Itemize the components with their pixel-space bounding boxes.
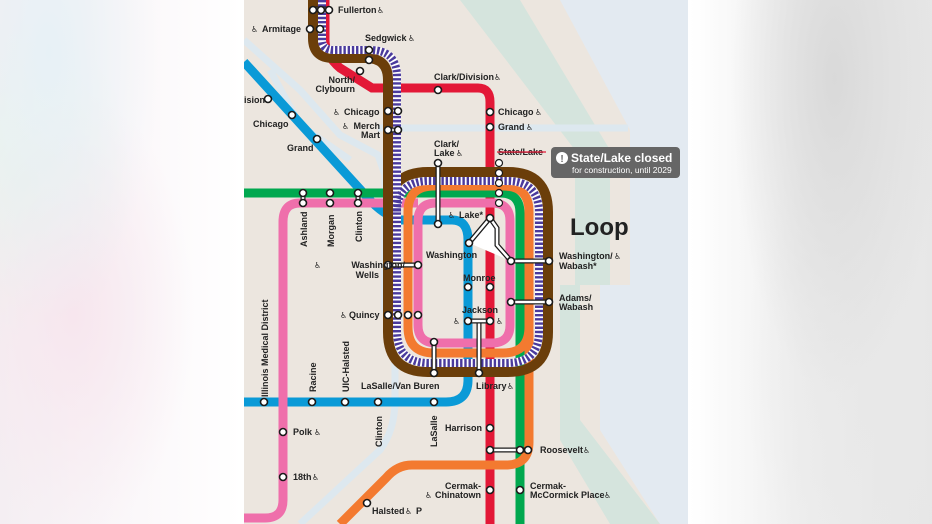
label-lake: Lake* [459,210,484,220]
callout-title: State/Lake closed [571,151,672,165]
label-jackson: Jackson [462,305,498,315]
label-library: Library [476,381,507,391]
purple-line [318,0,543,367]
label-racine: Racine [308,362,318,392]
label-ashland: Ashland [299,211,309,247]
label-chicago-brown: Chicago [344,107,380,117]
accessible-icon: ♿ [312,473,319,482]
label-quincy: Quincy [349,310,380,320]
label-chicago-red: Chicago [498,107,534,117]
accessible-icon: ♿ [507,382,514,391]
alert-icon-glyph: ! [560,154,563,165]
label-polk: Polk [293,427,313,437]
label-clark-lake: Lake [434,148,455,158]
label-north-clybourn: Clybourn [316,84,356,94]
label-clinton-blue: Clinton [374,416,384,447]
label-halsted: Halsted [372,506,405,516]
label-division: ision [244,95,265,105]
blue-line [244,58,473,407]
label-washington-wells: Washington/ [351,260,405,270]
pink-line [244,198,515,523]
accessible-icon: ♿ [340,311,347,320]
lakefront-park [460,0,660,524]
accessible-icon: ♿ [251,25,258,34]
accessible-icon: ♿ [496,317,503,326]
label-roosevelt: Roosevelt [540,445,583,455]
label-clark-lake: Clark/ [434,139,460,149]
blurred-background-right [688,0,932,524]
label-18th: 18th [293,472,312,482]
accessible-icon: ♿ [342,122,349,131]
label-north-clybourn: North/ [329,75,356,85]
accessible-icon: ♿ [494,73,501,82]
label-chicago-blue: Chicago [253,119,289,129]
label-illinois-medical-district: Illinois Medical District [260,299,270,397]
accessible-icon: ♿ [405,507,412,516]
label-fullerton: Fullerton [338,5,377,15]
label-washington-blue: Washington [426,250,477,260]
accessible-icon: ♿ [604,491,611,500]
accessible-icon: ♿ [333,108,340,117]
loop-area-label: Loop [570,214,629,241]
label-grand-blue: Grand [287,143,314,153]
label-harrison: Harrison [445,423,482,433]
alert-icon [556,152,568,164]
accessible-icon: ♿ [314,261,321,270]
closed-station-state-lake [494,158,504,208]
brown-line [308,0,553,377]
accessible-icon: ♿ [377,6,384,15]
label-clark-division: Clark/Division [434,72,494,82]
accessible-icon: ♿ [535,108,542,117]
accessible-icon: ♿ [314,428,321,437]
accessible-icon: ♿ [526,123,533,132]
label-lasalle: LaSalle [429,415,439,447]
label-cermak-mccormick-place: Cermak- [530,481,566,491]
label-clinton-green: Clinton [354,211,364,242]
station-markers[interactable] [259,5,554,508]
label-merchandise-mart: Mart [361,130,380,140]
accessible-icon: ♿ [583,446,590,455]
label-merchandise-mart: Merch [353,121,380,131]
accessible-icon: ♿ [453,317,460,326]
callout-subtitle: for construction, until 2029 [572,165,672,175]
parking-icon: P [416,506,422,516]
label-sedgwick: Sedgwick [365,33,408,43]
accessible-icon: ♿ [425,491,432,500]
label-adams-wabash: Adams/ [559,293,592,303]
accessible-icon: ♿ [614,252,621,261]
blurred-background-left [0,0,244,524]
label-washington-wabash: Washington/ [559,251,613,261]
label-grand-red: Grand [498,122,525,132]
label-cermak-chinatown: Chinatown [435,490,481,500]
closure-callout: ! State/Lake closed for construction, un… [551,147,680,178]
accessible-icon: ♿ [408,34,415,43]
label-cermak-chinatown: Cermak- [445,481,481,491]
label-washington-wells: Wells [356,270,379,280]
label-morgan: Morgan [326,215,336,248]
label-armitage: Armitage [262,24,301,34]
accessible-icon: ♿ [456,149,463,158]
accessible-icon: ♿ [448,211,455,220]
label-uic-halsted: UIC-Halsted [341,341,351,392]
station-labels: Fullerton ♿ ♿ Armitage Sedgwick ♿ North/… [244,5,621,516]
lake-michigan [560,0,688,524]
label-washington-wabash: Wabash* [559,261,597,271]
label-cermak-mccormick-place: McCormick Place [530,490,605,500]
label-monroe: Monroe [463,273,496,283]
label-lasalle-van-buren: LaSalle/Van Buren [361,381,440,391]
label-adams-wabash: Wabash [559,302,593,312]
